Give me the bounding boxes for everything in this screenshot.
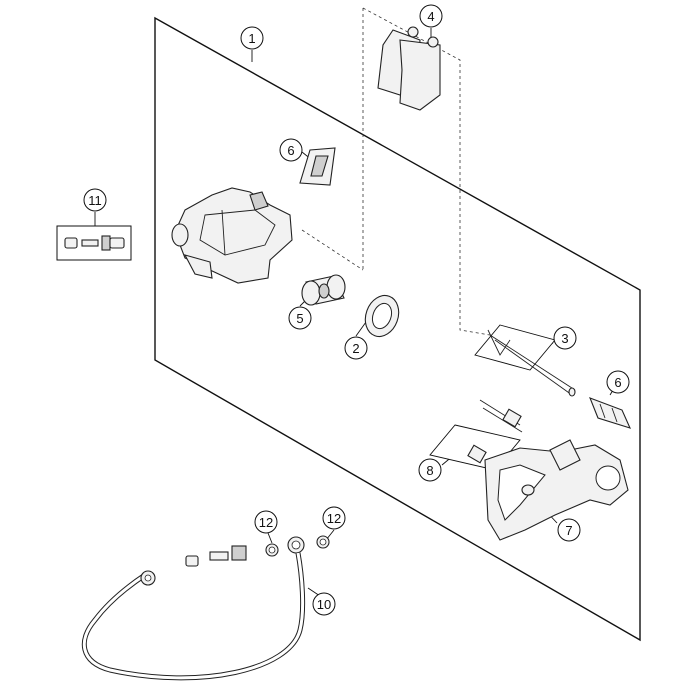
bleeder-valve-kit bbox=[56, 225, 132, 261]
pad-spring-lower bbox=[589, 397, 631, 429]
svg-text:10: 10 bbox=[317, 597, 331, 612]
svg-text:6: 6 bbox=[287, 143, 294, 158]
pad-spring-upper bbox=[299, 147, 336, 186]
svg-text:1: 1 bbox=[248, 31, 255, 46]
callout-10: 10 bbox=[312, 592, 336, 616]
sealing-washers bbox=[265, 535, 330, 557]
svg-text:2: 2 bbox=[352, 341, 359, 356]
brake-pads bbox=[377, 26, 441, 111]
callouts: 1 2 3 4 5 6 6 7 bbox=[83, 4, 630, 616]
brake-line bbox=[81, 536, 306, 681]
callout-4: 4 bbox=[419, 4, 443, 28]
callout-7: 7 bbox=[557, 518, 581, 542]
caliper-pin-kit bbox=[474, 324, 576, 397]
svg-text:12: 12 bbox=[327, 511, 341, 526]
svg-text:12: 12 bbox=[259, 515, 273, 530]
callout-6-lower: 6 bbox=[606, 370, 630, 394]
svg-text:6: 6 bbox=[614, 375, 621, 390]
svg-text:7: 7 bbox=[565, 523, 572, 538]
piston bbox=[301, 274, 346, 306]
callout-3: 3 bbox=[553, 326, 577, 350]
caliper-body bbox=[171, 187, 293, 284]
svg-text:8: 8 bbox=[426, 463, 433, 478]
callout-5: 5 bbox=[288, 306, 312, 330]
svg-text:3: 3 bbox=[561, 331, 568, 346]
caliper-bracket bbox=[484, 439, 629, 541]
svg-text:11: 11 bbox=[88, 193, 102, 208]
callout-2: 2 bbox=[344, 336, 368, 360]
assembly-group-frame bbox=[154, 16, 641, 642]
callout-11: 11 bbox=[83, 188, 107, 212]
svg-text:5: 5 bbox=[296, 311, 303, 326]
callout-6-upper: 6 bbox=[279, 138, 303, 162]
svg-text:4: 4 bbox=[427, 9, 434, 24]
callout-1: 1 bbox=[240, 26, 264, 50]
banjo-fittings bbox=[185, 545, 247, 567]
callout-12-right: 12 bbox=[322, 506, 346, 530]
callout-12-left: 12 bbox=[254, 510, 278, 534]
callout-8: 8 bbox=[418, 458, 442, 482]
seal-ring bbox=[364, 294, 400, 338]
